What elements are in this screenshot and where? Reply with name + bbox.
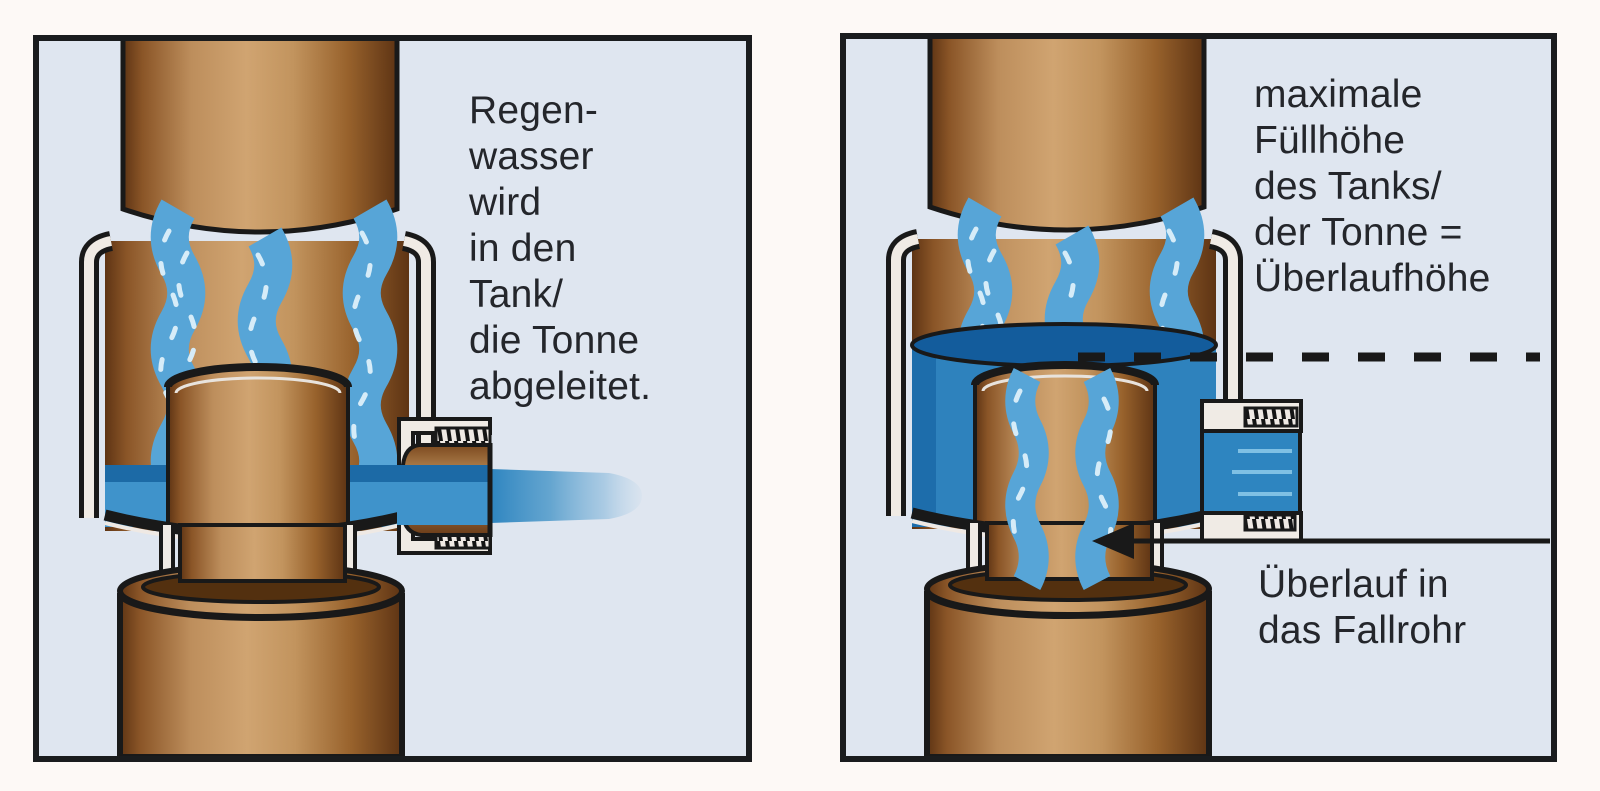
caption-line: Überlaufhöhe — [1254, 257, 1491, 300]
collector-walls — [79, 231, 436, 518]
outlet-spout — [397, 417, 642, 555]
caption-line: maximale — [1254, 73, 1423, 116]
outflow-water — [490, 469, 642, 523]
water-surface — [910, 322, 1218, 368]
inner-pipe-cutaway — [971, 361, 1159, 527]
caption-line: Tank/ — [469, 273, 564, 316]
caption-line: des Tanks/ — [1254, 165, 1442, 208]
collector-walls — [886, 229, 1243, 516]
outlet-thread-bottom — [1243, 513, 1297, 532]
caption-line: wasser — [469, 135, 594, 178]
left-caption: Regen- wasser wird in den Tank/ die Tonn… — [469, 88, 651, 410]
right-diagram-overflow — [886, 39, 1550, 756]
overflow-arrow — [1092, 523, 1134, 559]
outlet-spout-full — [1200, 399, 1303, 543]
caption-line: wird — [469, 181, 542, 224]
fallpipe-socket — [117, 523, 405, 756]
right-caption-max-fill: maximale Füllhöhe des Tanks/ der Tonne =… — [1254, 72, 1491, 302]
left-panel: Regen- wasser wird in den Tank/ die Tonn… — [33, 35, 752, 762]
outlet-thread-top — [434, 426, 492, 447]
caption-line: Überlauf in — [1258, 563, 1449, 606]
left-diagram-rain-collector — [79, 41, 642, 756]
caption-line: in den — [469, 227, 577, 270]
overflow-callout — [1092, 523, 1550, 559]
caption-line: Regen- — [469, 89, 599, 132]
overflow-streams — [1005, 367, 1119, 591]
caption-line: der Tonne = — [1254, 211, 1463, 254]
caption-line: abgeleitet. — [469, 365, 652, 408]
inner-pipe-cutaway — [164, 363, 352, 529]
caption-line: die Tonne — [469, 319, 640, 362]
caption-line: das Fallrohr — [1258, 609, 1467, 652]
fallpipe-body — [924, 590, 1212, 756]
caption-line: Füllhöhe — [1254, 119, 1406, 162]
right-caption-overflow: Überlauf in das Fallrohr — [1258, 562, 1466, 654]
outlet-thread-top — [1243, 406, 1299, 428]
right-panel: maximale Füllhöhe des Tanks/ der Tonne =… — [840, 33, 1557, 762]
